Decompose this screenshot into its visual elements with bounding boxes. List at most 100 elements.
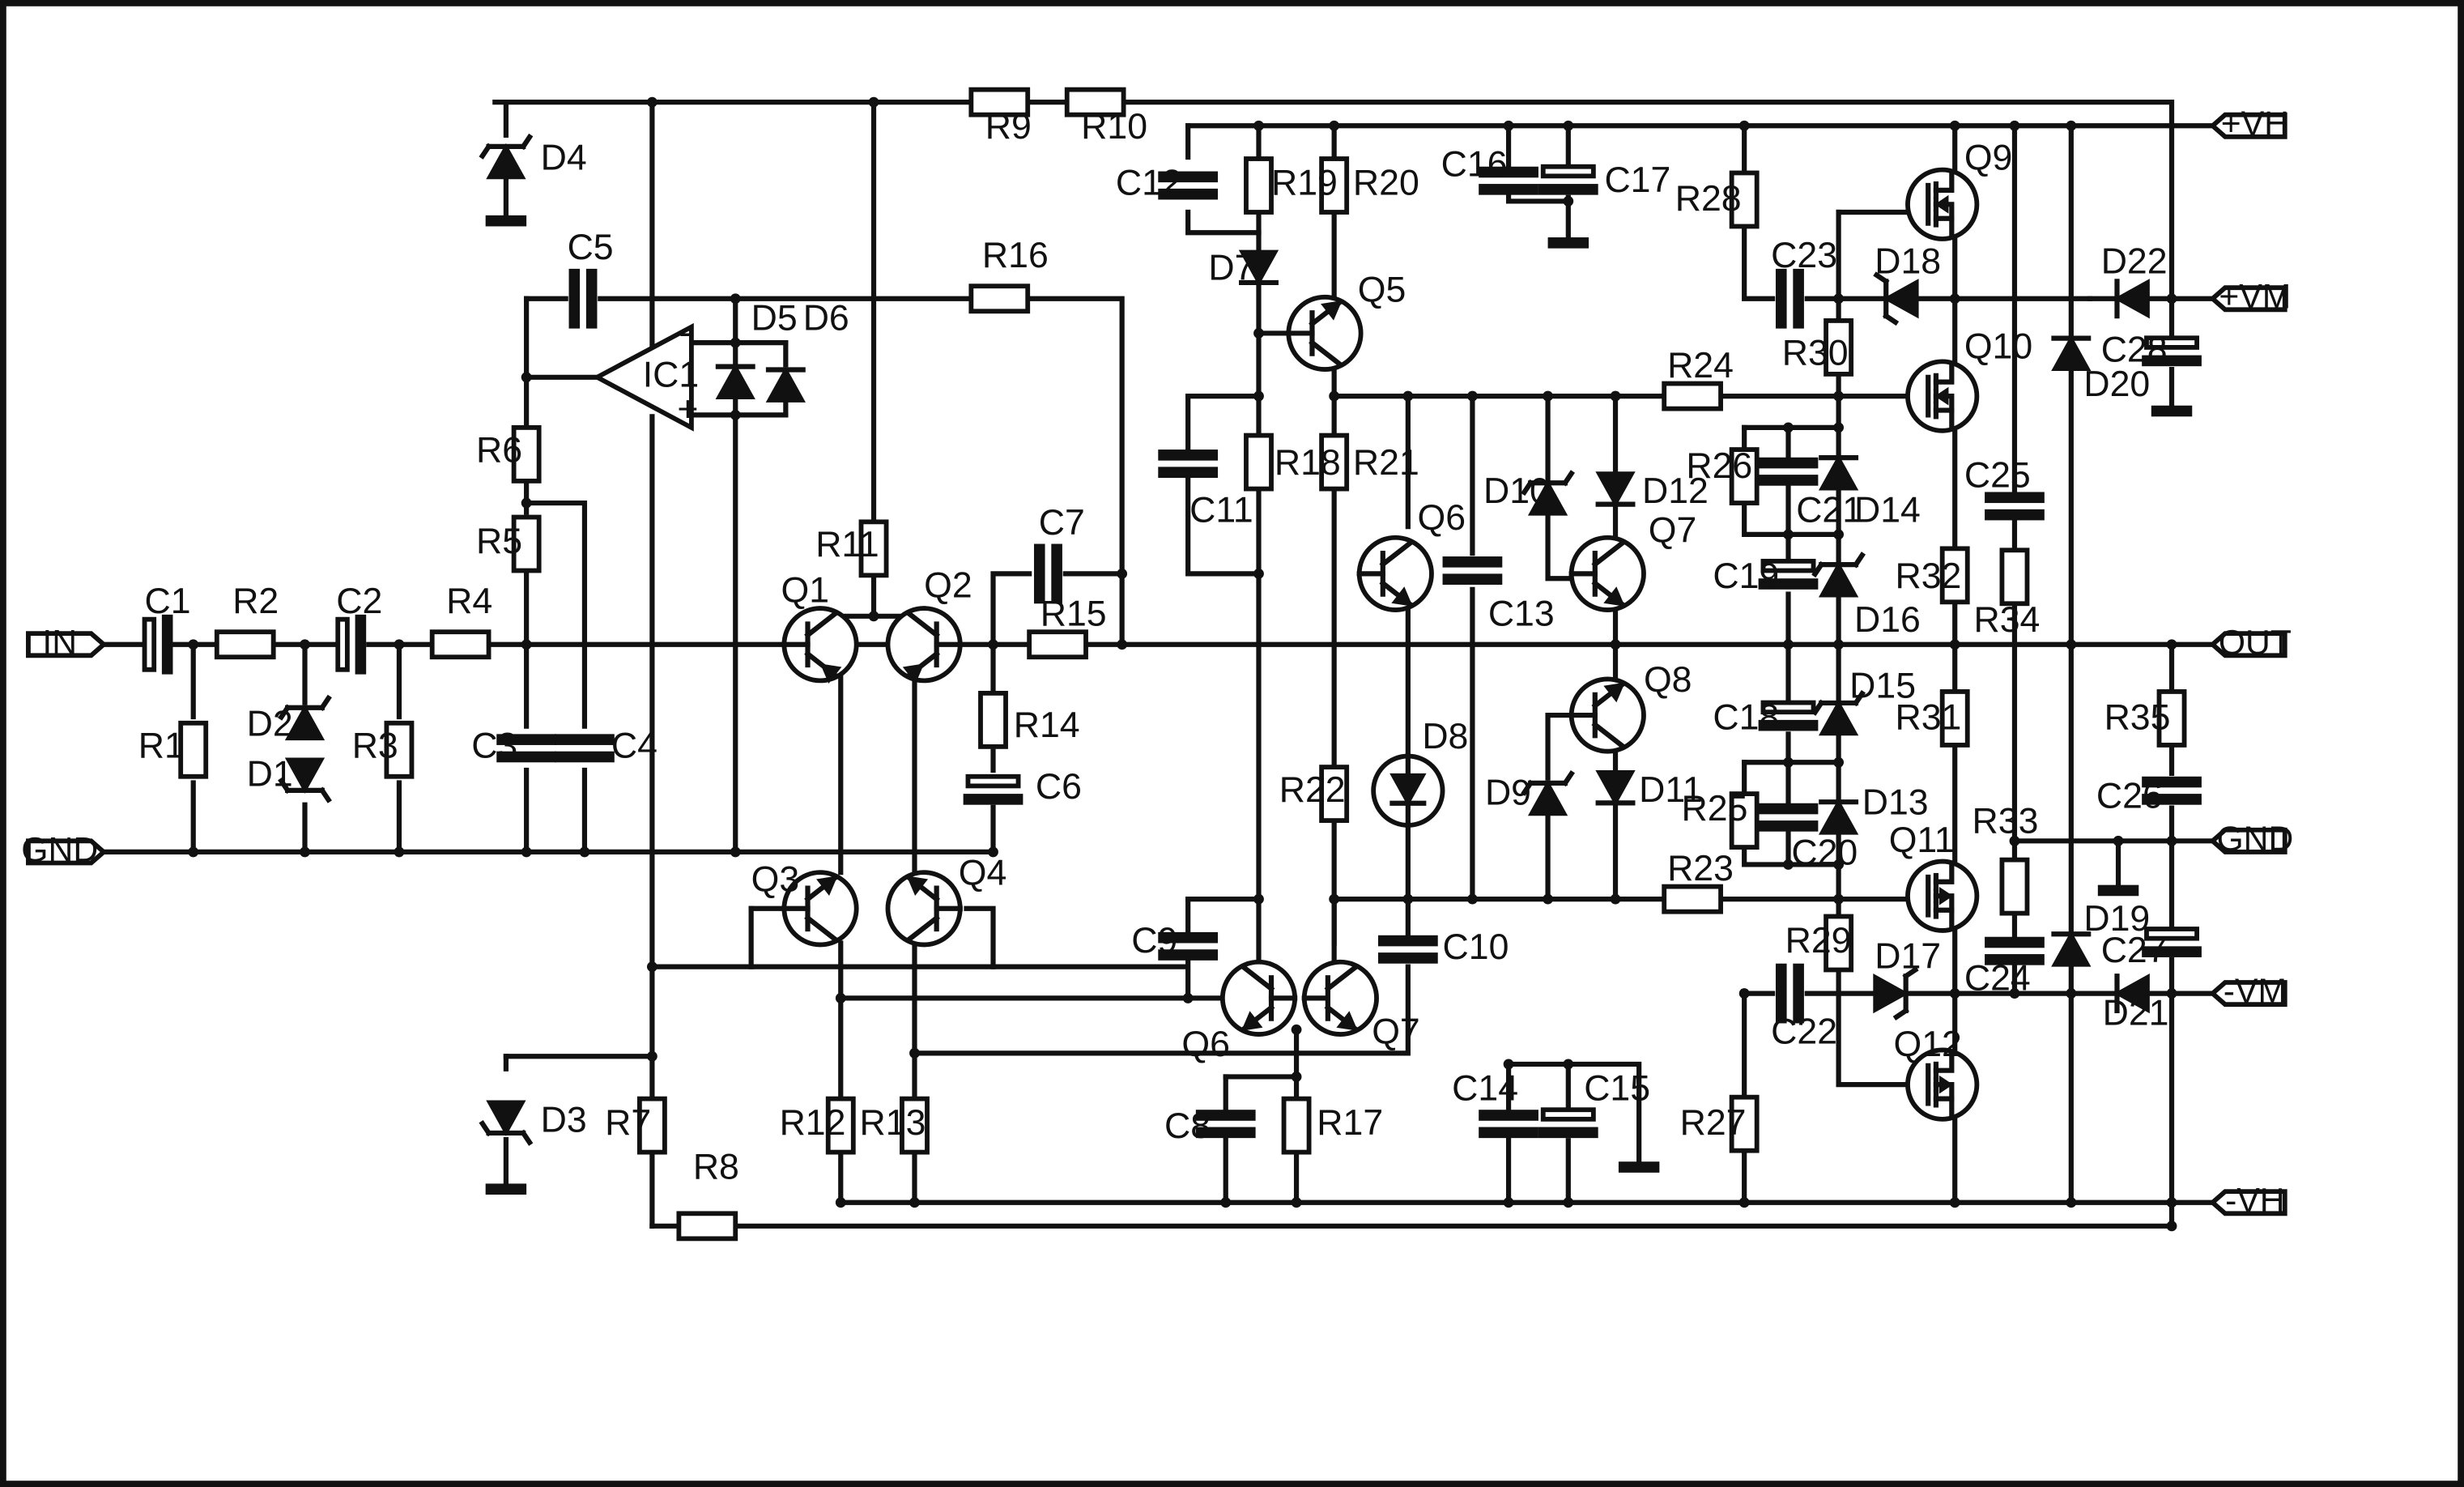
label-d10: D10 xyxy=(1483,471,1550,511)
resistor-r22 xyxy=(1319,765,1350,824)
junction-dot xyxy=(1833,422,1845,433)
label-r19: R19 xyxy=(1271,164,1338,203)
capacitor-c25 xyxy=(1985,492,2045,521)
diode-d19 xyxy=(2051,931,2092,967)
transistor-q5 xyxy=(1286,294,1364,372)
label-q2: Q2 xyxy=(924,566,972,606)
capacitor-c8 xyxy=(1195,1110,1256,1139)
resistor-r5 xyxy=(511,514,542,573)
junction-dot xyxy=(1783,639,1794,650)
capacitor-c11 xyxy=(1158,450,1219,479)
label-q6: Q6 xyxy=(1181,1025,1230,1064)
capacitor-c2 xyxy=(335,614,367,675)
label-r34: R34 xyxy=(1974,600,2041,640)
label-c27: C27 xyxy=(2101,931,2168,970)
junction-dot xyxy=(1563,196,1574,207)
capacitor-c4 xyxy=(555,734,615,763)
capacitor-c5 xyxy=(568,268,598,329)
label-r20: R20 xyxy=(1353,164,1419,203)
junction-dot xyxy=(1253,390,1264,402)
junction-dot xyxy=(646,96,657,108)
resistor-r12 xyxy=(825,1096,856,1155)
resistor-r13 xyxy=(900,1096,930,1155)
junction-dot xyxy=(2009,835,2020,846)
transistor-q7-upper xyxy=(1568,535,1646,612)
junction-dot xyxy=(1503,1059,1514,1070)
label-d15: D15 xyxy=(1849,667,1916,706)
resistor-r21 xyxy=(1319,432,1350,492)
label-d21: D21 xyxy=(2103,993,2169,1033)
label-r7: R7 xyxy=(605,1103,651,1143)
label-r1: R1 xyxy=(138,726,185,765)
junction-dot xyxy=(1738,120,1750,131)
label-r11: R11 xyxy=(815,525,879,565)
opamp-ic1: -+ xyxy=(592,313,698,432)
resistor-r10 xyxy=(1064,87,1126,117)
label-r18: R18 xyxy=(1275,443,1341,483)
label-d14: D14 xyxy=(1854,490,1921,530)
label-r24: R24 xyxy=(1667,346,1734,386)
label-r3: R3 xyxy=(352,726,398,765)
label-c28: C28 xyxy=(2101,330,2168,369)
ground-symbol-c14 xyxy=(1618,1161,1660,1173)
label-r28: R28 xyxy=(1675,179,1742,219)
label-c19: C19 xyxy=(1713,556,1779,596)
junction-dot xyxy=(1949,120,1960,131)
capacitor-c1 xyxy=(142,614,173,675)
label-ic1: IC1 xyxy=(643,355,699,394)
resistor-r3 xyxy=(384,720,415,779)
label-c20: C20 xyxy=(1791,833,1858,872)
label-c11: C11 xyxy=(1189,490,1253,530)
diode-d12 xyxy=(1595,471,1636,508)
label-r13: R13 xyxy=(860,1103,926,1143)
label-r16: R16 xyxy=(982,236,1049,275)
zener-diode-d16 xyxy=(1811,552,1866,598)
junction-dot xyxy=(1610,390,1621,402)
junction-dot xyxy=(1503,120,1514,131)
zener-diode-d15 xyxy=(1811,689,1866,736)
diode-d20 xyxy=(2051,334,2092,372)
junction-dot xyxy=(835,1197,846,1208)
label-r33: R33 xyxy=(1972,802,2039,841)
capacitor-c15 xyxy=(1538,1107,1598,1139)
junction-dot xyxy=(1833,529,1845,540)
label-d20: D20 xyxy=(2083,364,2150,404)
junction-dot xyxy=(2113,835,2124,846)
junction-dot xyxy=(1563,1059,1574,1070)
port-vh-positive-label: +VH xyxy=(2221,104,2289,143)
diode-d14 xyxy=(1818,454,1859,491)
resistor-r26 xyxy=(1729,447,1760,505)
label-c16: C16 xyxy=(1441,144,1508,184)
label-c18: C18 xyxy=(1713,698,1779,738)
capacitor-c24 xyxy=(1985,936,2045,965)
junction-dot xyxy=(1117,639,1128,650)
junction-dot xyxy=(1738,1197,1750,1208)
port-gnd-right-label: GND xyxy=(2216,820,2293,859)
resistor-r19 xyxy=(1244,156,1274,215)
zener-diode-d4 xyxy=(479,133,534,180)
resistor-r25 xyxy=(1729,791,1760,850)
port-vm-negative-label: -VM xyxy=(2224,972,2287,1011)
label-q5: Q5 xyxy=(1358,271,1406,310)
resistor-r29 xyxy=(1824,914,1854,973)
junction-dot xyxy=(394,846,405,858)
label-r14: R14 xyxy=(1014,705,1080,745)
junction-dot xyxy=(1783,859,1794,870)
junction-dot xyxy=(521,639,532,650)
junction-dot xyxy=(1253,120,1264,131)
resistor-r34 xyxy=(1999,548,2030,607)
resistor-r33 xyxy=(1999,857,2030,916)
resistor-r6 xyxy=(511,424,542,484)
junction-dot xyxy=(1610,893,1621,905)
label-r35: R35 xyxy=(2104,698,2171,738)
junction-dot xyxy=(188,639,199,650)
resistor-r30 xyxy=(1824,318,1854,377)
label-r5: R5 xyxy=(476,522,522,561)
label-d8: D8 xyxy=(1422,717,1468,756)
label-q4: Q4 xyxy=(959,854,1007,893)
junction-dot xyxy=(988,846,998,858)
label-r32: R32 xyxy=(1895,556,1961,596)
zener-diode-d10 xyxy=(1521,470,1575,516)
junction-dot xyxy=(868,611,879,622)
junction-dot xyxy=(521,846,532,858)
